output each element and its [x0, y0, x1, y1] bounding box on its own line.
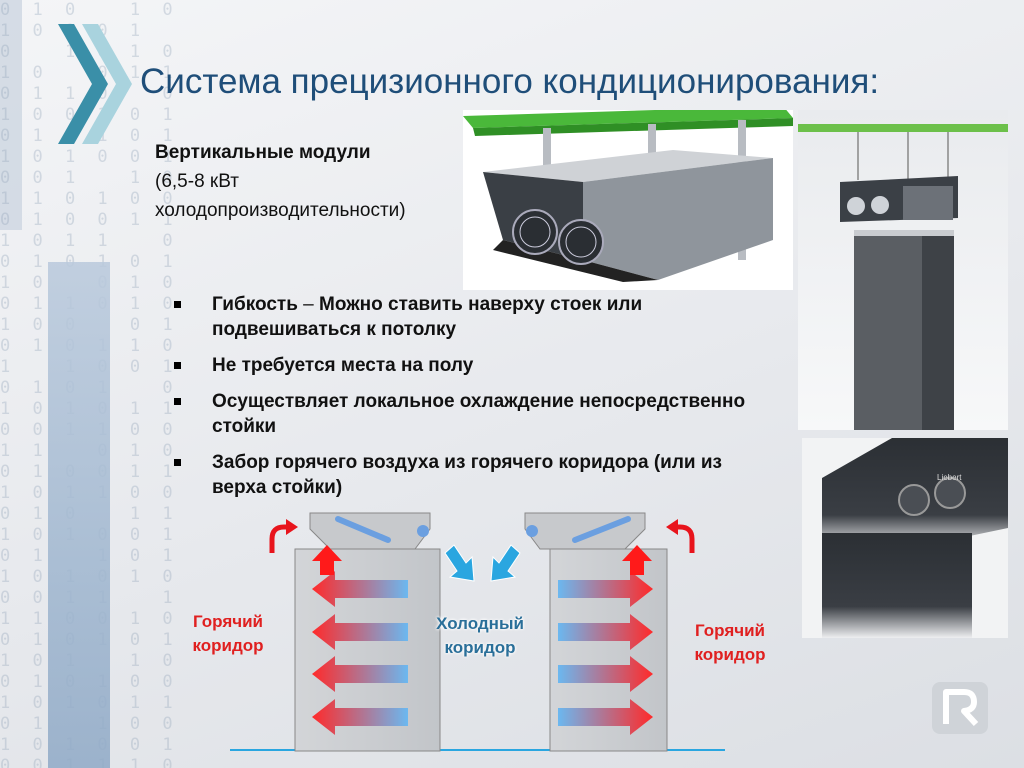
hot-aisle-label-left-line2: коридор [192, 636, 264, 655]
company-logo-icon [932, 682, 988, 734]
hot-aisle-label-right-line2: коридор [694, 645, 766, 664]
list-item: Забор горячего воздуха из горячего корид… [174, 450, 774, 500]
bullet-text-rest: Можно ставить наверху стоек или подвешив… [212, 294, 643, 340]
hot-air-arrows-right [558, 571, 653, 735]
photo-suspended-unit [463, 110, 793, 290]
hot-aisle-label-left-line1: Горячий [192, 612, 264, 631]
bullet-square-icon [174, 301, 181, 308]
hot-air-up-arrow-right [622, 545, 652, 575]
cold-aisle-label: Холодный коридор [420, 612, 540, 660]
bullet-text: Гибкость [212, 294, 298, 315]
subtitle-heading: Вертикальные модули [155, 142, 371, 163]
photo-unit-on-rack [798, 110, 1008, 430]
list-item: Осуществляет локальное охлаждение непоср… [174, 389, 774, 439]
bullet-square-icon [174, 362, 181, 369]
brand-label: Liebert [937, 473, 962, 482]
slide-title: Система прецизионного кондиционирования: [140, 62, 880, 101]
bullet-dash: – [297, 294, 320, 315]
hot-aisle-label-right: Горячий коридор [680, 619, 780, 667]
bullet-text: Забор горячего воздуха из горячего корид… [212, 452, 722, 498]
cold-air-arrows [444, 544, 521, 582]
hot-aisle-label-right-line1: Горячий [694, 621, 766, 640]
background-top-bar [0, 0, 22, 230]
list-item: Не требуется места на полу [174, 353, 774, 378]
list-item: Гибкость – Можно ставить наверху стоек и… [174, 292, 774, 342]
chevron-logo-icon [58, 24, 132, 144]
closeup-unit-illustration: Liebert [802, 438, 1008, 638]
bullet-text: Не требуется места на полу [212, 355, 474, 376]
photo-unit-closeup: Liebert [802, 438, 1008, 638]
background-blue-bar [48, 262, 110, 768]
subtitle-capacity: (6,5-8 кВт [155, 171, 239, 192]
hot-aisle-label-left: Горячий коридор [178, 610, 278, 658]
suspended-unit-illustration [463, 110, 793, 290]
bullet-square-icon [174, 459, 181, 466]
bullet-text: Осуществляет локальное охлаждение непоср… [212, 391, 746, 437]
hot-air-curve-arrow-right [676, 524, 695, 553]
hot-air-curve-arrow-left [269, 524, 288, 553]
cold-aisle-label-line2: коридор [444, 638, 516, 657]
airflow-diagram [230, 512, 725, 752]
subtitle-capacity-unit: холодопроизводительности) [155, 200, 406, 221]
slide-subtitle: Вертикальные модули (6,5-8 кВт холодопро… [155, 138, 406, 225]
bullet-square-icon [174, 398, 181, 405]
rack-unit-illustration [798, 110, 1008, 430]
cold-aisle-label-line1: Холодный [436, 614, 524, 633]
hot-air-arrows-left [312, 571, 408, 735]
feature-list: Гибкость – Можно ставить наверху стоек и… [174, 292, 774, 511]
hot-air-up-arrow-left [312, 545, 342, 575]
